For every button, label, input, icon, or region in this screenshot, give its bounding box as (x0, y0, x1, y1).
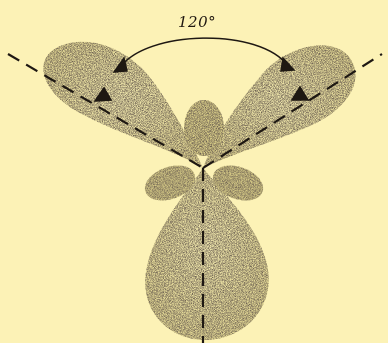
angle-label: 120° (178, 13, 216, 31)
upper-right-lobe (203, 45, 355, 168)
angle-arc (114, 38, 294, 72)
angle-arc-line (120, 38, 288, 68)
